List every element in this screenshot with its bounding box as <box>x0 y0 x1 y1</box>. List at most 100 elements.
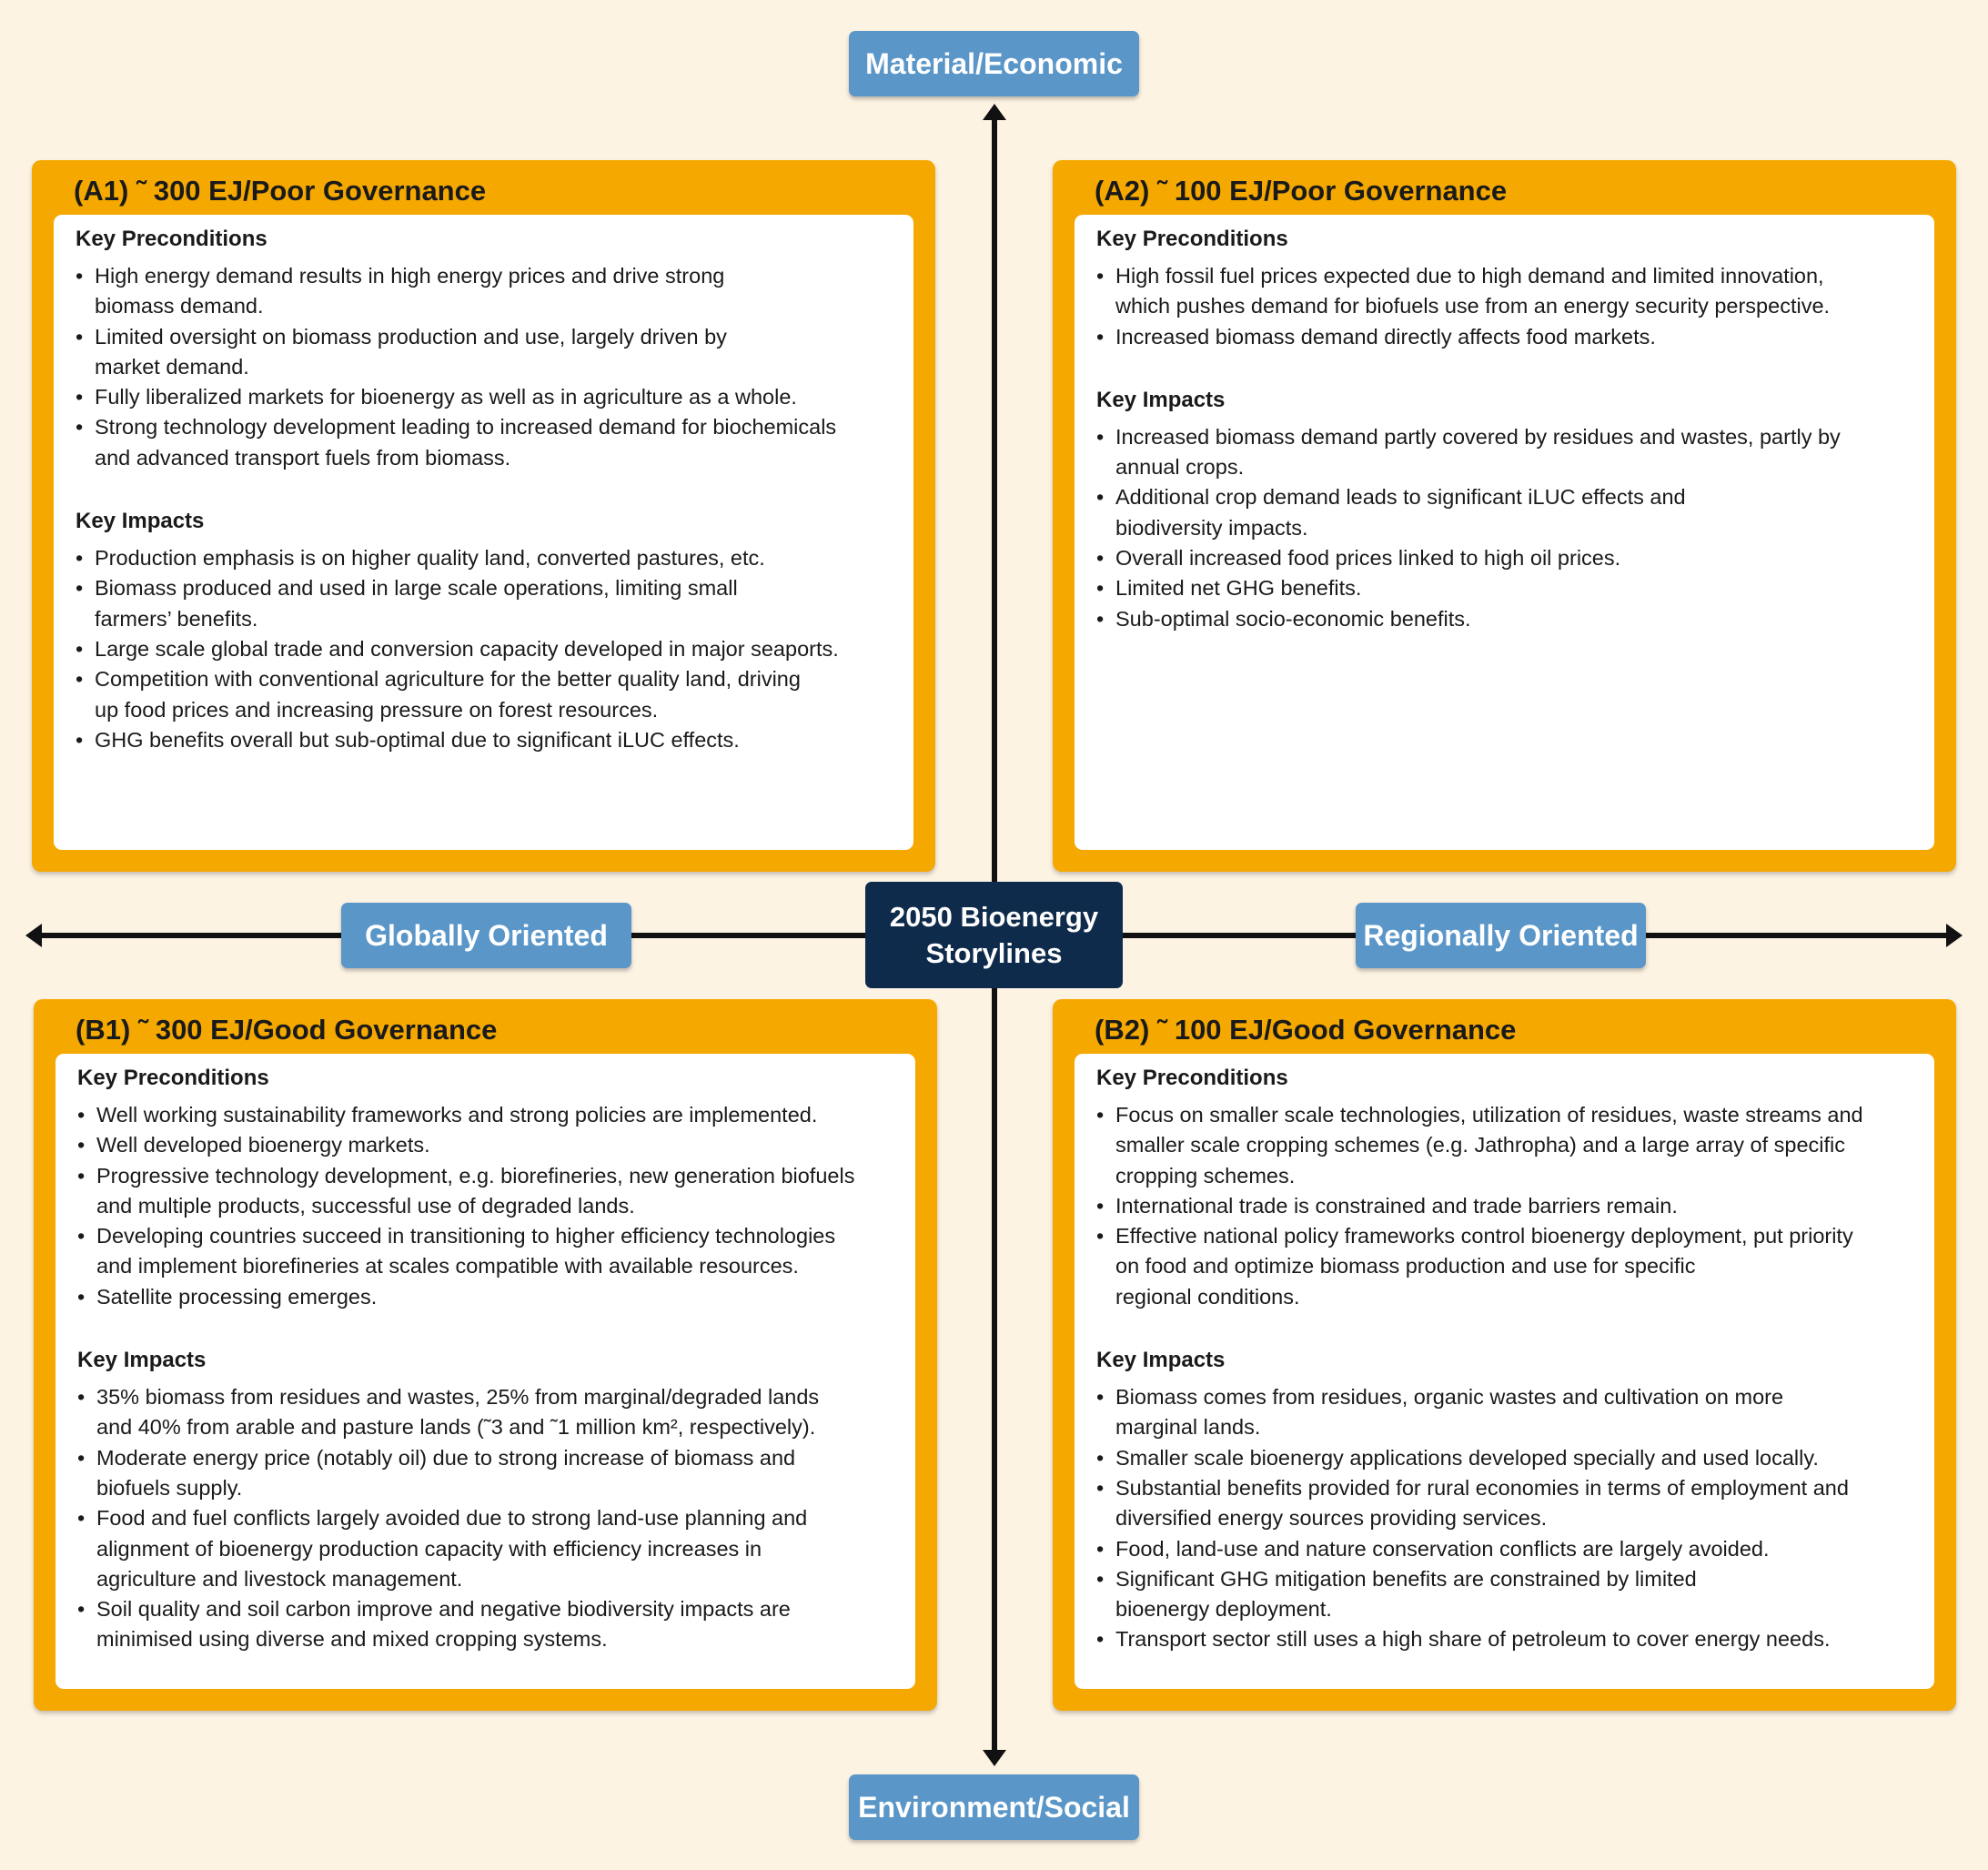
impact-item: Large scale global trade and conversion … <box>76 634 892 665</box>
impact-item: Biomass comes from residues, organic was… <box>1096 1382 1912 1443</box>
arrowhead-left <box>25 924 42 947</box>
precondition-item: Fully liberalized markets for bioenergy … <box>76 382 892 413</box>
bullet-line: up food prices and increasing pressure o… <box>95 697 659 722</box>
precondition-item: Focus on smaller scale technologies, uti… <box>1096 1100 1912 1191</box>
quadrant-body: Key Preconditions Focus on smaller scale… <box>1075 1054 1934 1689</box>
impact-item: Transport sector still uses a high share… <box>1096 1624 1912 1655</box>
precondition-item: Developing countries succeed in transiti… <box>77 1221 893 1282</box>
bullet-line: and 40% from arable and pasture lands (˜… <box>96 1415 816 1440</box>
bullet-line: cropping schemes. <box>1115 1163 1296 1188</box>
precondition-item: High fossil fuel prices expected due to … <box>1096 261 1912 322</box>
impact-item: Smaller scale bioenergy applications dev… <box>1096 1443 1912 1474</box>
bullet-line: diversified energy sources providing ser… <box>1115 1506 1548 1531</box>
impact-item: Food, land-use and nature conservation c… <box>1096 1534 1912 1565</box>
bullet-line: High energy demand results in high energ… <box>95 264 725 288</box>
axis-label-regionally-oriented: Regionally Oriented <box>1356 903 1646 968</box>
impact-item: Sub-optimal socio-economic benefits. <box>1096 604 1912 635</box>
impacts-list: Production emphasis is on higher quality… <box>76 543 892 755</box>
impact-item: Significant GHG mitigation benefits are … <box>1096 1564 1912 1625</box>
arrowhead-down <box>983 1750 1006 1766</box>
bullet-line: biodiversity impacts. <box>1115 515 1308 540</box>
precondition-item: Well developed bioenergy markets. <box>77 1130 893 1161</box>
bullet-line: Limited net GHG benefits. <box>1115 576 1362 601</box>
impacts-heading: Key Impacts <box>1096 1348 1226 1373</box>
bullet-line: Moderate energy price (notably oil) due … <box>96 1445 796 1470</box>
preconditions-heading: Key Preconditions <box>1096 1066 1288 1090</box>
impact-item: Additional crop demand leads to signific… <box>1096 482 1912 543</box>
bullet-line: Biomass comes from residues, organic was… <box>1115 1385 1784 1410</box>
impact-item: Competition with conventional agricultur… <box>76 664 892 725</box>
bullet-line: Progressive technology development, e.g.… <box>96 1163 855 1188</box>
bullet-line: marginal lands. <box>1115 1415 1261 1440</box>
impacts-list: 35% biomass from residues and wastes, 25… <box>77 1382 893 1655</box>
center-storylines-box: 2050 Bioenergy Storylines <box>865 882 1123 988</box>
bullet-line: Increased biomass demand directly affect… <box>1115 324 1656 349</box>
bullet-line: smaller scale cropping schemes (e.g. Jat… <box>1115 1133 1845 1157</box>
precondition-item: Well working sustainability frameworks a… <box>77 1100 893 1131</box>
precondition-item: Increased biomass demand directly affect… <box>1096 322 1912 353</box>
precondition-item: International trade is constrained and t… <box>1096 1191 1912 1222</box>
bullet-line: Additional crop demand leads to signific… <box>1115 485 1686 510</box>
impacts-heading: Key Impacts <box>76 509 205 534</box>
quadrant-body: Key Preconditions High fossil fuel price… <box>1075 215 1934 850</box>
bullet-line: Significant GHG mitigation benefits are … <box>1115 1566 1697 1591</box>
bullet-line: Production emphasis is on higher quality… <box>95 546 765 571</box>
quadrant-body: Key Preconditions Well working sustainab… <box>56 1054 915 1689</box>
bullet-line: Fully liberalized markets for bioenergy … <box>95 385 797 409</box>
impact-item: Substantial benefits provided for rural … <box>1096 1473 1912 1534</box>
impact-item: Soil quality and soil carbon improve and… <box>77 1594 893 1655</box>
bullet-line: farmers’ benefits. <box>95 606 258 631</box>
bullet-line: Biomass produced and used in large scale… <box>95 576 738 601</box>
preconditions-list: Well working sustainability frameworks a… <box>77 1100 893 1312</box>
precondition-item: Satellite processing emerges. <box>77 1282 893 1313</box>
bullet-line: Well working sustainability frameworks a… <box>96 1103 818 1127</box>
quadrant-title: (A2) ˜ 100 EJ/Poor Governance <box>1095 175 1508 207</box>
axis-label-globally-oriented: Globally Oriented <box>341 903 631 968</box>
bullet-line: Transport sector still uses a high share… <box>1115 1627 1831 1652</box>
impacts-list: Biomass comes from residues, organic was… <box>1096 1382 1912 1655</box>
bullet-line: bioenergy deployment. <box>1115 1597 1332 1622</box>
bullet-line: Focus on smaller scale technologies, uti… <box>1115 1103 1863 1127</box>
impacts-heading: Key Impacts <box>1096 387 1226 412</box>
impact-item: Production emphasis is on higher quality… <box>76 543 892 574</box>
preconditions-list: Focus on smaller scale technologies, uti… <box>1096 1100 1912 1312</box>
impact-item: 35% biomass from residues and wastes, 25… <box>77 1382 893 1443</box>
axis-label-material-economic: Material/Economic <box>849 31 1139 96</box>
bullet-line: Increased biomass demand partly covered … <box>1115 424 1841 449</box>
quadrant-body: Key Preconditions High energy demand res… <box>54 215 913 850</box>
bullet-line: annual crops. <box>1115 455 1245 480</box>
bullet-line: minimised using diverse and mixed croppi… <box>96 1627 608 1652</box>
bullet-line: 35% biomass from residues and wastes, 25… <box>96 1385 820 1410</box>
preconditions-heading: Key Preconditions <box>77 1066 269 1090</box>
bullet-line: Soil quality and soil carbon improve and… <box>96 1597 791 1622</box>
quadrant-title: (B2) ˜ 100 EJ/Good Governance <box>1095 1014 1517 1046</box>
bullet-line: regional conditions. <box>1115 1284 1300 1309</box>
bullet-line: Substantial benefits provided for rural … <box>1115 1475 1849 1500</box>
bullet-line: and multiple products, successful use of… <box>96 1193 635 1218</box>
bullet-line: Limited oversight on biomass production … <box>95 324 727 349</box>
impact-item: Overall increased food prices linked to … <box>1096 543 1912 574</box>
bullet-line: and implement biorefineries at scales co… <box>96 1254 799 1279</box>
impacts-heading: Key Impacts <box>77 1348 207 1373</box>
preconditions-list: High fossil fuel prices expected due to … <box>1096 261 1912 352</box>
bullet-line: biomass demand. <box>95 294 264 318</box>
precondition-item: Strong technology development leading to… <box>76 412 892 473</box>
bullet-line: agriculture and livestock management. <box>96 1566 463 1591</box>
bullet-line: on food and optimize biomass production … <box>1115 1254 1696 1279</box>
bullet-line: Effective national policy frameworks con… <box>1115 1224 1853 1248</box>
axis-label-environment-social: Environment/Social <box>849 1774 1139 1840</box>
center-label-line: Storylines <box>925 936 1063 969</box>
bullet-line: Competition with conventional agricultur… <box>95 667 801 692</box>
impact-item: Increased biomass demand partly covered … <box>1096 422 1912 483</box>
quadrant-title: (A1) ˜ 300 EJ/Poor Governance <box>74 175 487 207</box>
bullet-line: International trade is constrained and t… <box>1115 1193 1678 1218</box>
impacts-list: Increased biomass demand partly covered … <box>1096 422 1912 634</box>
impact-item: GHG benefits overall but sub-optimal due… <box>76 725 892 756</box>
bullet-line: Well developed bioenergy markets. <box>96 1133 430 1157</box>
bullet-line: biofuels supply. <box>96 1475 243 1500</box>
impact-item: Food and fuel conflicts largely avoided … <box>77 1503 893 1594</box>
bullet-line: Developing countries succeed in transiti… <box>96 1224 836 1248</box>
precondition-item: High energy demand results in high energ… <box>76 261 892 322</box>
bullet-line: market demand. <box>95 354 249 379</box>
